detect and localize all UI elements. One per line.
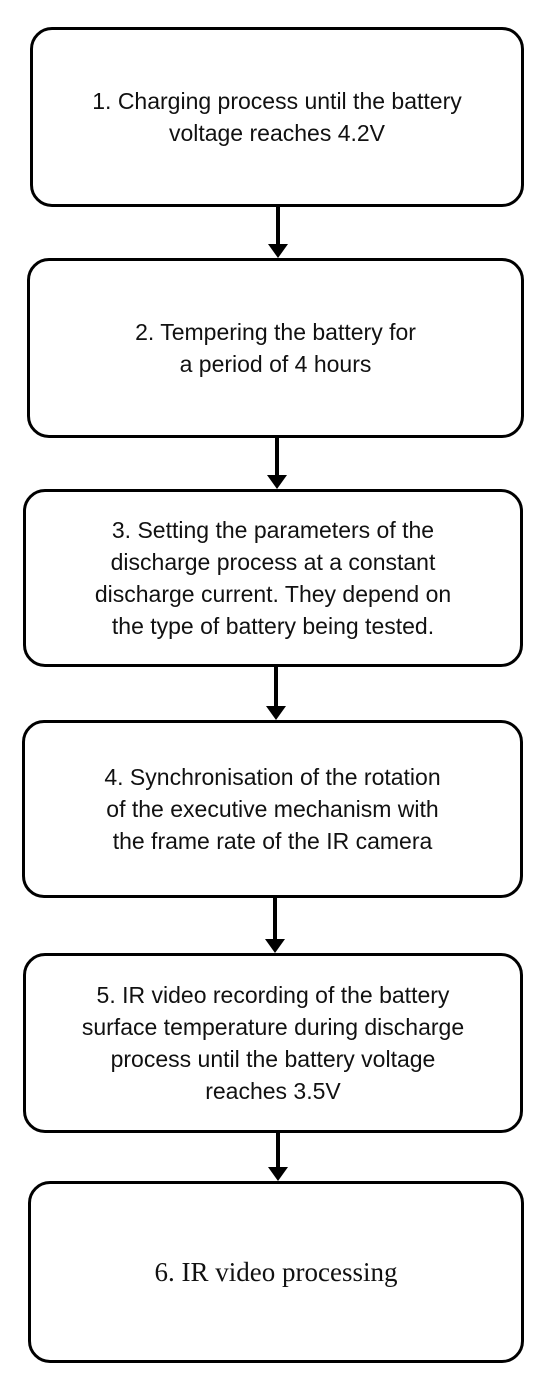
arrow-down-icon bbox=[266, 667, 286, 720]
step-6-text: 6. IR video processing bbox=[154, 1257, 398, 1287]
arrow-down-icon bbox=[267, 438, 287, 489]
step-4-box: 4. Synchronisation of the rotation of th… bbox=[22, 720, 523, 898]
step-3-text: 3. Setting the parameters of the dischar… bbox=[94, 517, 452, 639]
step-4-text: 4. Synchronisation of the rotation of th… bbox=[104, 764, 441, 854]
arrow-down-icon bbox=[268, 207, 288, 258]
step-2-text: 2. Tempering the battery for a period of… bbox=[135, 319, 416, 377]
arrow-down-icon bbox=[265, 898, 285, 953]
step-1-text: 1. Charging process until the battery vo… bbox=[92, 88, 462, 146]
arrow-down-icon bbox=[268, 1133, 288, 1181]
step-2-box: 2. Tempering the battery for a period of… bbox=[27, 258, 524, 438]
step-5-box: 5. IR video recording of the battery sur… bbox=[23, 953, 523, 1133]
step-5-text: 5. IR video recording of the battery sur… bbox=[81, 982, 465, 1104]
step-6-box: 6. IR video processing bbox=[28, 1181, 524, 1363]
step-1-box: 1. Charging process until the battery vo… bbox=[30, 27, 524, 207]
step-3-box: 3. Setting the parameters of the dischar… bbox=[23, 489, 523, 667]
